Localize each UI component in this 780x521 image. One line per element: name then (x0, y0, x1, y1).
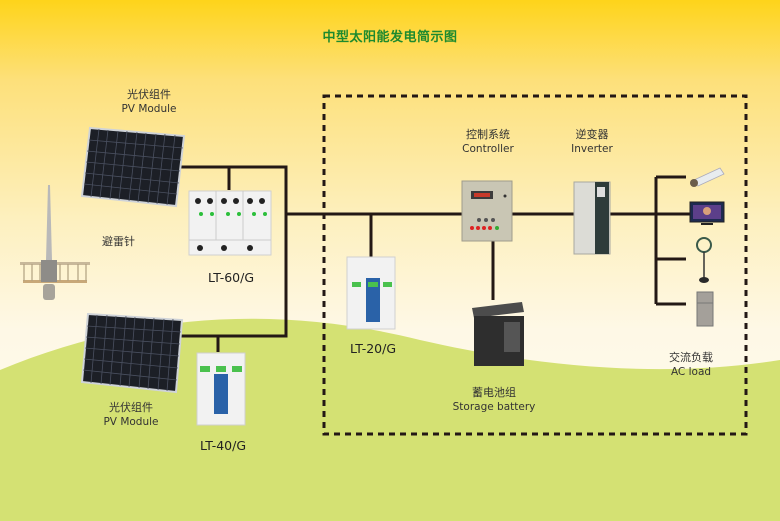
lamp-load-icon (690, 167, 725, 187)
battery-label: 蓄电池组 Storage battery (446, 385, 542, 415)
spd-lt20-icon (346, 256, 396, 330)
ac-load-label: 交流负载 AC load (654, 350, 728, 380)
inverter-cabinet-icon (573, 181, 611, 255)
pv-module-top-label-en: PV Module (121, 103, 177, 115)
ac-load-label-cn: 交流负载 (669, 351, 713, 364)
pv-module-top-icon (80, 126, 186, 208)
system-boundary (322, 94, 748, 436)
fan-load-icon (696, 237, 712, 283)
tv-load-icon (689, 201, 725, 225)
pv-module-top-label-cn: 光伏组件 (127, 88, 171, 101)
spd-lt40-icon (196, 352, 246, 426)
spd-lt60-label: LT-60/G (207, 270, 255, 285)
lightning-rod-icon (20, 185, 90, 300)
pv-module-bottom-label-cn: 光伏组件 (109, 401, 153, 414)
battery-label-en: Storage battery (452, 401, 536, 413)
lightning-rod-label: 避雷针 (102, 235, 135, 248)
pv-module-bottom-icon (80, 312, 184, 394)
pv-module-bottom-label-en: PV Module (103, 416, 159, 428)
controller-label: 控制系统 Controller (446, 127, 530, 157)
spd-lt60-icon (188, 190, 272, 256)
controller-cabinet-icon (461, 180, 513, 242)
spd-lt40-label: LT-40/G (199, 438, 247, 453)
ac-load-label-en: AC load (670, 366, 712, 378)
inverter-label-en: Inverter (571, 143, 613, 155)
diagram-title: 中型太阳能发电简示图 (322, 30, 458, 45)
refrigerator-load-icon (696, 291, 714, 327)
spd-lt20-label: LT-20/G (349, 341, 397, 356)
inverter-label-cn: 逆变器 (575, 128, 609, 141)
battery-label-cn: 蓄电池组 (472, 386, 516, 399)
storage-battery-icon (472, 302, 524, 366)
inverter-label: 逆变器 Inverter (560, 127, 624, 157)
wire-pv-top (165, 165, 288, 338)
controller-label-en: Controller (462, 143, 514, 155)
pv-module-bottom-label: 光伏组件 PV Module (86, 400, 176, 430)
controller-label-cn: 控制系统 (466, 128, 510, 141)
pv-module-top-label: 光伏组件 PV Module (104, 87, 194, 117)
